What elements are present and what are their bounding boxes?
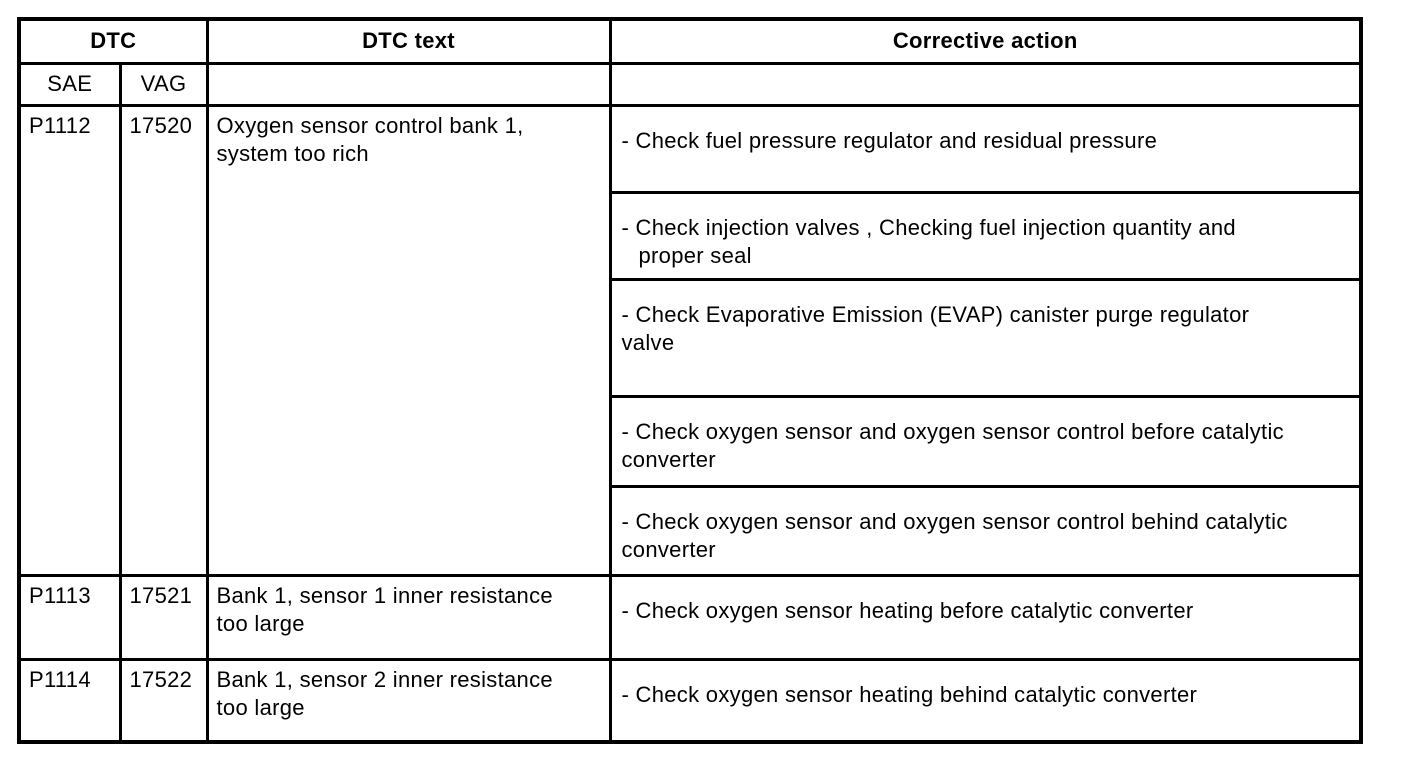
corrective-action-line: converter bbox=[621, 536, 716, 562]
header-corrective-action: Corrective action bbox=[608, 17, 1363, 65]
subheader-vag: VAG bbox=[118, 61, 209, 107]
subheader-empty-dtc-text bbox=[205, 61, 612, 107]
dtc-text-cell: Bank 1, sensor 2 inner resistance too la… bbox=[205, 657, 612, 744]
table-row: - Check injection valves , Checking fuel… bbox=[19, 190, 1363, 281]
dtc-text-line: too large bbox=[216, 610, 305, 636]
corrective-action-line: - Check oxygen sensor and oxygen sensor … bbox=[621, 508, 1288, 534]
sae-code-cell: P1114 bbox=[17, 657, 122, 744]
table-row: P1113 17521 Bank 1, sensor 1 inner resis… bbox=[17, 573, 1363, 661]
corrective-action-cell: - Check oxygen sensor heating behind cat… bbox=[608, 657, 1363, 744]
table-row: - Check Evaporative Emission (EVAP) cani… bbox=[19, 277, 1363, 398]
vag-code-cell: 17522 bbox=[118, 657, 209, 744]
table-row: P1114 17522 Bank 1, sensor 2 inner resis… bbox=[17, 657, 1363, 744]
table-subheader-row: SAE VAG bbox=[17, 61, 1363, 107]
dtc-text-line: system too rich bbox=[216, 140, 369, 166]
corrective-action-cell: - Check oxygen sensor heating before cat… bbox=[608, 573, 1363, 661]
header-dtc-text: DTC text bbox=[205, 17, 612, 65]
corrective-action-line: - Check oxygen sensor and oxygen sensor … bbox=[621, 418, 1284, 444]
dtc-text-line: Bank 1, sensor 1 inner resistance bbox=[216, 582, 553, 608]
sae-code-cell: P1112 bbox=[17, 103, 122, 577]
dtc-text-cell: Bank 1, sensor 1 inner resistance too la… bbox=[205, 573, 612, 661]
document-page: DTC DTC text Corrective action SAE VAG P… bbox=[17, 17, 1363, 744]
table-row: - Check oxygen sensor and oxygen sensor … bbox=[19, 394, 1363, 488]
corrective-action-line: - Check injection valves , Checking fuel… bbox=[621, 214, 1236, 240]
sae-code-cell: P1113 bbox=[17, 573, 122, 661]
header-dtc: DTC bbox=[17, 17, 209, 65]
table-header-row: DTC DTC text Corrective action bbox=[17, 17, 1363, 65]
subheader-empty-corrective bbox=[608, 61, 1363, 107]
dtc-text-line: too large bbox=[216, 694, 305, 720]
corrective-action-line: - Check oxygen sensor heating behind cat… bbox=[621, 681, 1198, 707]
corrective-action-line: valve bbox=[621, 329, 675, 355]
table-row: - Check oxygen sensor and oxygen sensor … bbox=[19, 484, 1363, 577]
dtc-table: DTC DTC text Corrective action SAE VAG P… bbox=[17, 17, 1363, 744]
corrective-action-line: converter bbox=[621, 446, 716, 472]
corrective-action-cell: - Check injection valves , Checking fuel… bbox=[608, 190, 1363, 281]
corrective-action-line: proper seal bbox=[638, 242, 752, 268]
vag-code-cell: 17521 bbox=[118, 573, 209, 661]
corrective-action-line: - Check fuel pressure regulator and resi… bbox=[621, 127, 1158, 153]
corrective-action-cell: - Check fuel pressure regulator and resi… bbox=[608, 103, 1363, 194]
vag-code-cell: 17520 bbox=[118, 103, 209, 577]
corrective-action-line: - Check oxygen sensor heating before cat… bbox=[621, 597, 1194, 623]
dtc-text-line: Oxygen sensor control bank 1, bbox=[216, 112, 524, 138]
corrective-action-cell: - Check Evaporative Emission (EVAP) cani… bbox=[608, 277, 1363, 398]
subheader-sae: SAE bbox=[17, 61, 122, 107]
table-row: P1112 17520 Oxygen sensor control bank 1… bbox=[17, 103, 1363, 577]
corrective-action-line: - Check Evaporative Emission (EVAP) cani… bbox=[621, 301, 1250, 327]
corrective-action-cell: - Check oxygen sensor and oxygen sensor … bbox=[608, 484, 1363, 577]
dtc-text-line: Bank 1, sensor 2 inner resistance bbox=[216, 666, 553, 692]
dtc-text-cell: Oxygen sensor control bank 1, system too… bbox=[205, 103, 612, 577]
corrective-action-cell: - Check oxygen sensor and oxygen sensor … bbox=[608, 394, 1363, 488]
